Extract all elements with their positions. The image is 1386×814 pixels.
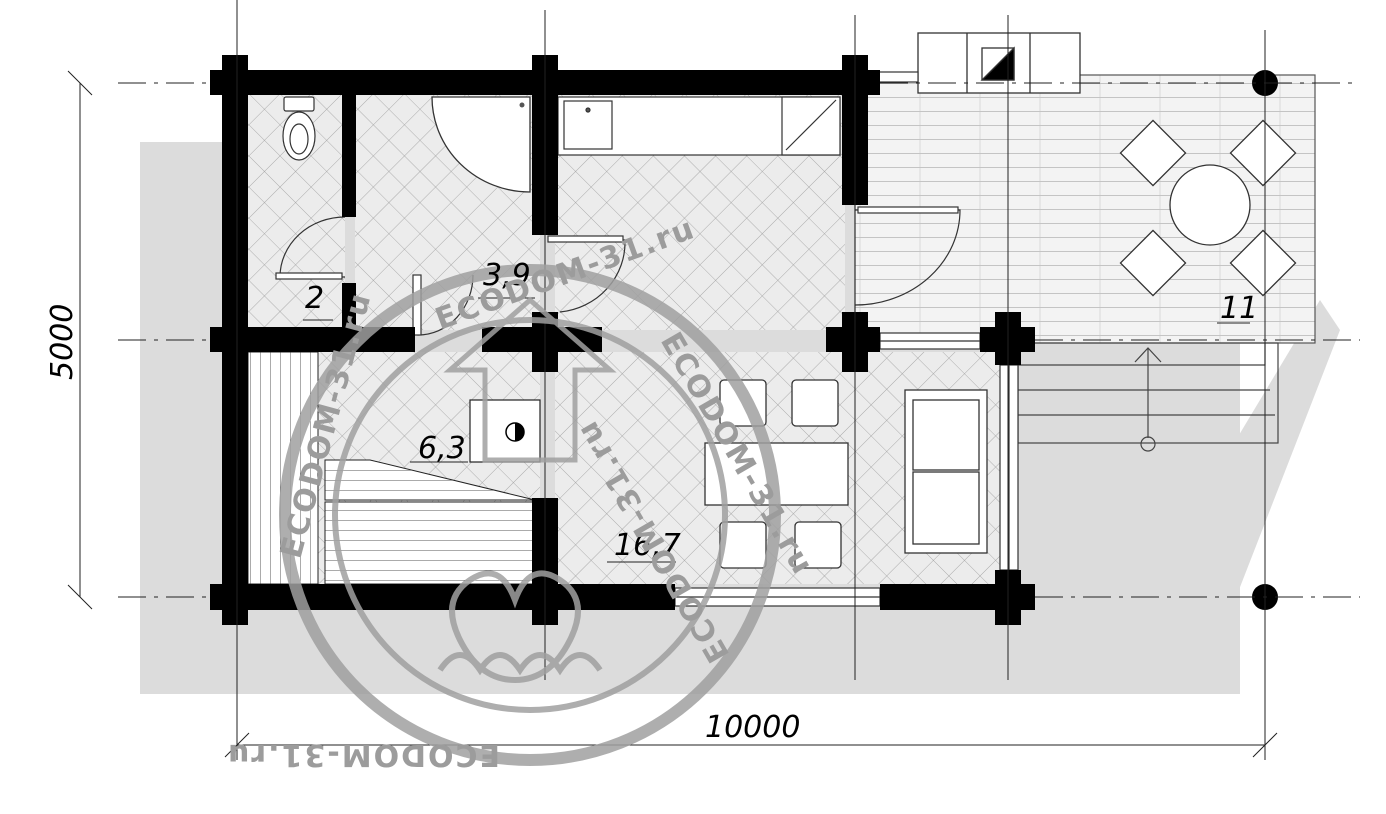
chair [1229, 119, 1297, 187]
shower-tray-icon [431, 96, 531, 193]
chair [1229, 229, 1297, 297]
watermark-text: ECODOM-31.ru [226, 737, 500, 772]
round-table [1169, 164, 1251, 246]
terrace-furniture [1119, 119, 1297, 297]
area-underlines [303, 297, 1250, 563]
dimension-lines [67, 0, 1360, 760]
chair [794, 521, 842, 569]
sofa [904, 389, 988, 554]
room-area-terrace: 11 [1220, 291, 1258, 326]
sauna-benches [247, 351, 536, 585]
sauna-stove [469, 399, 541, 463]
dining-set [704, 379, 849, 569]
room-area-steam: 6,3 [418, 431, 466, 466]
windows [674, 71, 1019, 607]
barbecue-icon [917, 32, 1081, 94]
kitchen-counter [557, 96, 841, 156]
toilet-icon [282, 96, 316, 161]
room-area-lounge: 16,7 [614, 528, 681, 563]
dimension-height: 5000 [45, 304, 80, 380]
room-area-shower: 3,9 [483, 258, 531, 293]
lower-bench [324, 501, 536, 585]
watermark-stamp [279, 264, 781, 766]
dimension-width: 10000 [705, 710, 800, 745]
log-walls [210, 55, 1035, 625]
room-area-wc: 2 [305, 281, 324, 316]
chair [1119, 229, 1187, 297]
chair [791, 379, 839, 427]
chair [1119, 119, 1187, 187]
